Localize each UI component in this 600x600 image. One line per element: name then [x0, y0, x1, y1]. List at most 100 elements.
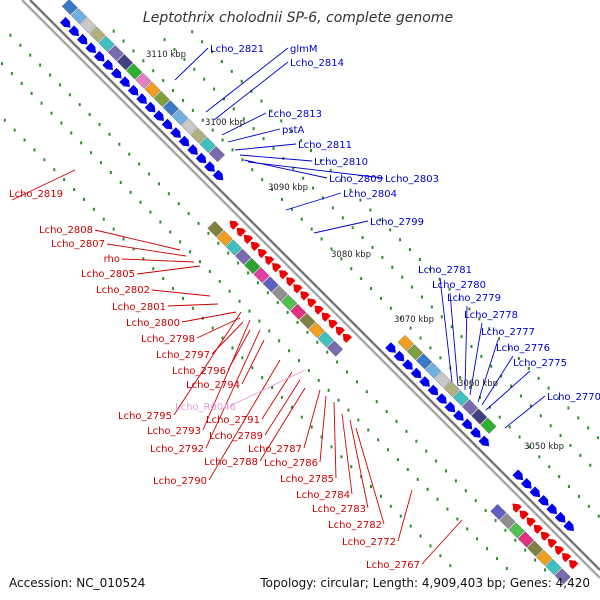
- cds-arrow: [478, 435, 490, 447]
- cds-arrow: [59, 17, 71, 28]
- cds-arrow: [512, 469, 524, 481]
- gc-skew-dot: [327, 388, 330, 392]
- gene-label[interactable]: Lcho_2807: [51, 239, 105, 250]
- rna-label[interactable]: Lcho_R0046: [175, 402, 236, 413]
- gene-label[interactable]: Lcho_2777: [481, 327, 535, 338]
- gc-skew-dot: [302, 176, 305, 180]
- gene-label[interactable]: Lcho_2810: [314, 157, 368, 168]
- gc-skew-dot: [470, 344, 473, 348]
- gc-skew-dot: [379, 218, 382, 222]
- gc-skew-dot: [504, 528, 507, 532]
- gc-skew-dot: [469, 385, 472, 389]
- gene-label[interactable]: Lcho_2779: [447, 293, 501, 304]
- gene-label[interactable]: Lcho_2799: [370, 217, 424, 228]
- leader-line: [259, 387, 306, 462]
- leader-line: [173, 311, 242, 416]
- gene-label[interactable]: Lcho_2782: [328, 520, 382, 531]
- reverse-gene-labels: Lcho_2819 Lcho_2808 Lcho_2807 rho Lcho_2…: [9, 189, 420, 571]
- gene-label[interactable]: Lcho_2767: [366, 560, 420, 571]
- gene-label[interactable]: Lcho_2793: [147, 426, 201, 437]
- gc-skew-dot: [389, 228, 392, 232]
- leader-line: [469, 322, 483, 396]
- gene-label[interactable]: Lcho_2802: [96, 285, 150, 296]
- gene-label[interactable]: Lcho_2809: [329, 174, 383, 185]
- gc-skew-dot: [428, 267, 431, 271]
- cds-arrow: [554, 511, 566, 523]
- gene-label[interactable]: Lcho_2797: [156, 350, 210, 361]
- gc-skew-dot: [458, 297, 461, 301]
- gene-label[interactable]: Lcho_2821: [210, 44, 264, 55]
- leader-line: [205, 47, 289, 113]
- cog-block: [416, 353, 433, 370]
- gene-label[interactable]: Lcho_2781: [418, 265, 472, 276]
- cds-arrow: [393, 350, 405, 362]
- cog-block: [317, 331, 334, 348]
- gene-label[interactable]: Lcho_2783: [312, 504, 366, 515]
- gene-label[interactable]: Lcho_2776: [496, 343, 550, 354]
- gene-label[interactable]: Lcho_2788: [204, 457, 258, 468]
- gene-label[interactable]: Lcho_2800: [126, 318, 180, 329]
- gc-skew-dot: [459, 376, 462, 380]
- gc-skew-dot: [478, 317, 481, 321]
- gc-skew-dot: [73, 188, 76, 192]
- gc-skew-dot: [549, 424, 552, 428]
- leader-line: [247, 161, 384, 179]
- gene-label[interactable]: Lcho_2798: [141, 334, 195, 345]
- gene-label[interactable]: Lcho_2811: [298, 140, 352, 151]
- gene-label[interactable]: Lcho_2780: [432, 280, 486, 291]
- cog-block: [144, 81, 161, 98]
- gc-skew-dot: [577, 494, 580, 498]
- gene-label[interactable]: Lcho_2808: [39, 225, 93, 236]
- cog-block: [216, 230, 233, 247]
- cds-arrow: [236, 227, 246, 237]
- gene-label[interactable]: Lcho_2805: [81, 269, 135, 280]
- gc-skew-dot: [419, 336, 422, 340]
- gene-label[interactable]: Lcho_2790: [153, 476, 207, 487]
- gene-label[interactable]: pstA: [282, 125, 304, 136]
- cog-block: [135, 72, 152, 89]
- leader-line: [485, 370, 531, 411]
- gc-skew-dot: [181, 296, 184, 300]
- gene-label[interactable]: Lcho_2796: [172, 366, 226, 377]
- gene-label[interactable]: Lcho_2814: [290, 58, 344, 69]
- gc-skew-dot: [317, 378, 320, 382]
- gc-skew-dot: [211, 326, 214, 330]
- gc-skew-dot: [220, 60, 223, 64]
- gc-skew-dot: [39, 63, 42, 67]
- gene-label[interactable]: Lcho_2813: [268, 109, 322, 120]
- gene-label[interactable]: Lcho_2803: [385, 174, 439, 185]
- gene-label[interactable]: Lcho_2786: [264, 458, 318, 469]
- gc-skew-dot: [63, 178, 66, 182]
- gene-label[interactable]: Lcho_2785: [280, 474, 334, 485]
- gene-label[interactable]: Lcho_2792: [150, 444, 204, 455]
- gc-skew-dot: [401, 275, 404, 279]
- gene-label[interactable]: Lcho_2787: [248, 444, 302, 455]
- gene-label[interactable]: Lcho_2819: [9, 189, 63, 200]
- gc-skew-dot: [248, 309, 251, 313]
- gene-label[interactable]: Lcho_2775: [513, 358, 567, 369]
- gene-label[interactable]: rho: [104, 254, 120, 265]
- gene-label[interactable]: Lcho_2791: [206, 415, 260, 426]
- leader-line: [208, 359, 281, 481]
- gc-skew-dot: [416, 477, 419, 481]
- gc-skew-dot: [381, 255, 384, 259]
- gc-skew-dot: [517, 357, 520, 361]
- gene-label[interactable]: Lcho_2789: [209, 431, 263, 442]
- gc-skew-dot: [139, 200, 142, 204]
- gene-label[interactable]: Lcho_2770: [547, 392, 600, 403]
- gene-label[interactable]: Lcho_2772: [342, 537, 396, 548]
- gene-label[interactable]: Lcho_2784: [296, 490, 350, 501]
- gc-skew-dot: [336, 360, 339, 364]
- gene-label[interactable]: Lcho_2795: [118, 411, 172, 422]
- gc-skew-dot: [128, 152, 131, 156]
- gc-skew-dot: [409, 326, 412, 330]
- gene-label[interactable]: glmM: [290, 44, 318, 55]
- gc-skew-dot: [446, 507, 449, 511]
- gene-label[interactable]: Lcho_2804: [343, 189, 397, 200]
- gene-label[interactable]: Lcho_2794: [186, 380, 240, 391]
- gene-label[interactable]: Lcho_2778: [464, 310, 518, 321]
- gene-label[interactable]: Lcho_2801: [112, 302, 166, 313]
- gc-skew-dot: [527, 366, 530, 370]
- cds-arrow: [444, 401, 456, 413]
